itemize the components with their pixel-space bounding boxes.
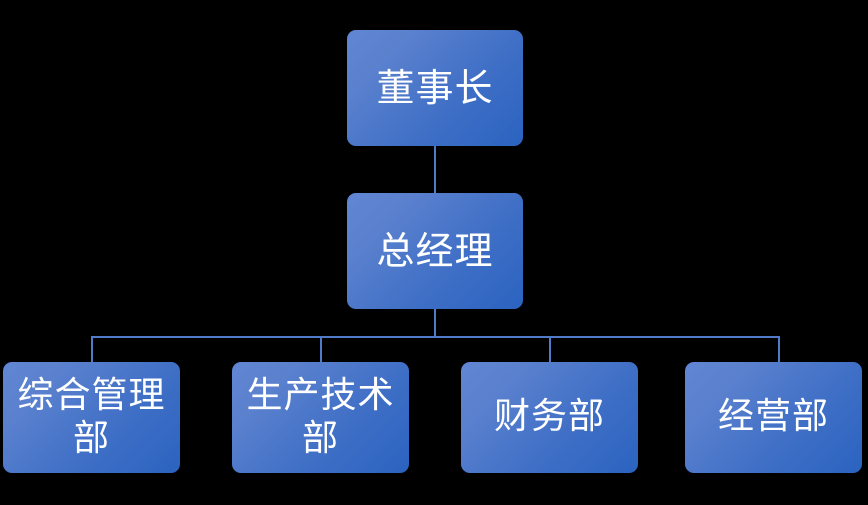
connector-bus-to-admin — [91, 336, 93, 362]
node-finance-department[interactable]: 财务部 — [461, 362, 638, 473]
node-chairman[interactable]: 董事长 — [347, 30, 523, 146]
node-admin-department[interactable]: 综合管理部 — [3, 362, 180, 473]
node-production-tech-department-label: 生产技术部 — [246, 375, 395, 459]
connector-bus — [91, 336, 780, 338]
node-finance-department-label: 财务部 — [493, 396, 605, 438]
node-business-department-label: 经营部 — [717, 396, 829, 438]
connector-bus-to-finance — [549, 336, 551, 362]
connector-bus-to-tech — [320, 336, 322, 362]
connector-chairman-to-gm — [434, 146, 436, 193]
node-business-department[interactable]: 经营部 — [685, 362, 862, 473]
node-admin-department-label: 综合管理部 — [17, 375, 166, 459]
node-chairman-label: 董事长 — [376, 65, 494, 110]
connector-bus-to-business — [778, 336, 780, 362]
connector-gm-stem — [434, 309, 436, 337]
node-general-manager[interactable]: 总经理 — [347, 193, 523, 309]
node-production-tech-department[interactable]: 生产技术部 — [232, 362, 409, 473]
node-general-manager-label: 总经理 — [376, 228, 494, 273]
